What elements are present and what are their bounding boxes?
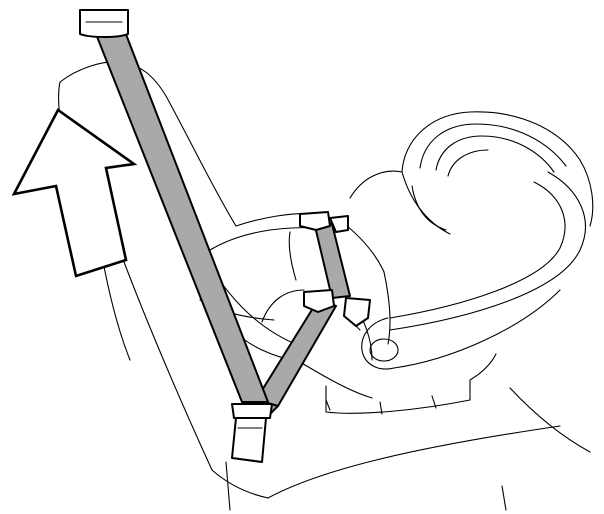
vehicle-seat-cushion [212, 214, 590, 510]
belt-anchor-icon [80, 10, 128, 37]
belt-buckle-icon [232, 404, 272, 462]
up-arrow-icon [14, 110, 134, 276]
shoulder-belt [92, 24, 268, 402]
carry-handle [362, 172, 586, 369]
